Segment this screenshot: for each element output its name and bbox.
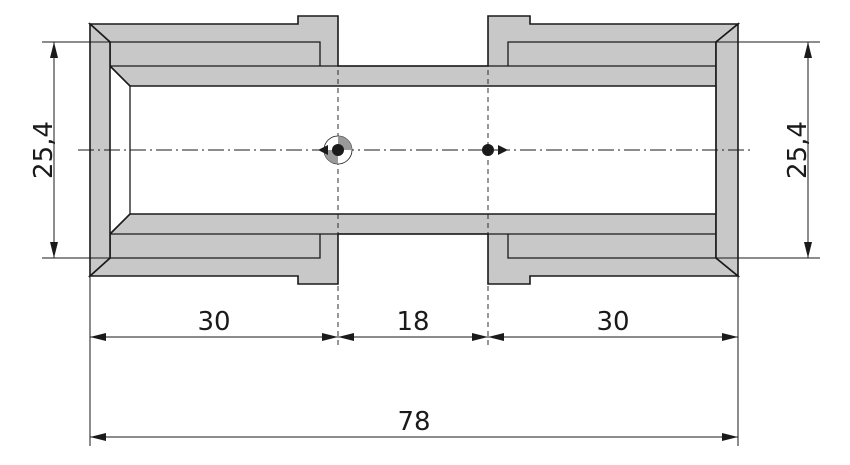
dim-arrow-left-30-end (322, 333, 338, 341)
right-socket-bottom (507, 234, 716, 259)
coupling-section (87, 15, 741, 285)
left-marker-arrow (318, 145, 328, 155)
dim-arrow-right-30-end (722, 333, 738, 341)
upper-wall (87, 15, 741, 87)
left-diameter-label: 25,4 (29, 121, 59, 179)
dim-arrow-total-end (722, 433, 738, 441)
right-marker-arrow (498, 145, 508, 155)
right-length-label: 30 (596, 307, 629, 337)
bore-chamfer-top-left (109, 65, 131, 87)
dim-arrow-right-30-start (488, 333, 504, 341)
axis-markers (318, 135, 508, 165)
dim-arrow-middle-18-start (338, 333, 354, 341)
middle-length-label: 18 (396, 307, 429, 337)
dim-arrow-left-30-start (90, 333, 106, 341)
total-length-label: 78 (397, 407, 430, 437)
right-socket-top (507, 41, 716, 66)
left-diameter-dimension: 25,4 (29, 41, 110, 259)
construction-lines (78, 16, 752, 346)
left-marker-dot (332, 144, 344, 156)
left-length-label: 30 (197, 307, 230, 337)
dim-arrow-total-start (90, 433, 106, 441)
bore-chamfer-bottom-left (109, 213, 131, 235)
right-marker-dot (482, 144, 494, 156)
right-diameter-label: 25,4 (783, 121, 813, 179)
left-dim-arrow-top (50, 42, 58, 58)
dim-arrow-middle-18-end (472, 333, 488, 341)
right-dim-arrow-top (804, 42, 812, 58)
right-dim-arrow-bottom (804, 242, 812, 258)
left-dim-arrow-bottom (50, 242, 58, 258)
left-socket-top (110, 41, 321, 66)
lower-wall (87, 213, 741, 285)
right-diameter-dimension: 25,4 (716, 41, 820, 259)
left-socket-bottom (110, 234, 321, 259)
length-dimensions: 30 18 30 78 (89, 276, 739, 446)
